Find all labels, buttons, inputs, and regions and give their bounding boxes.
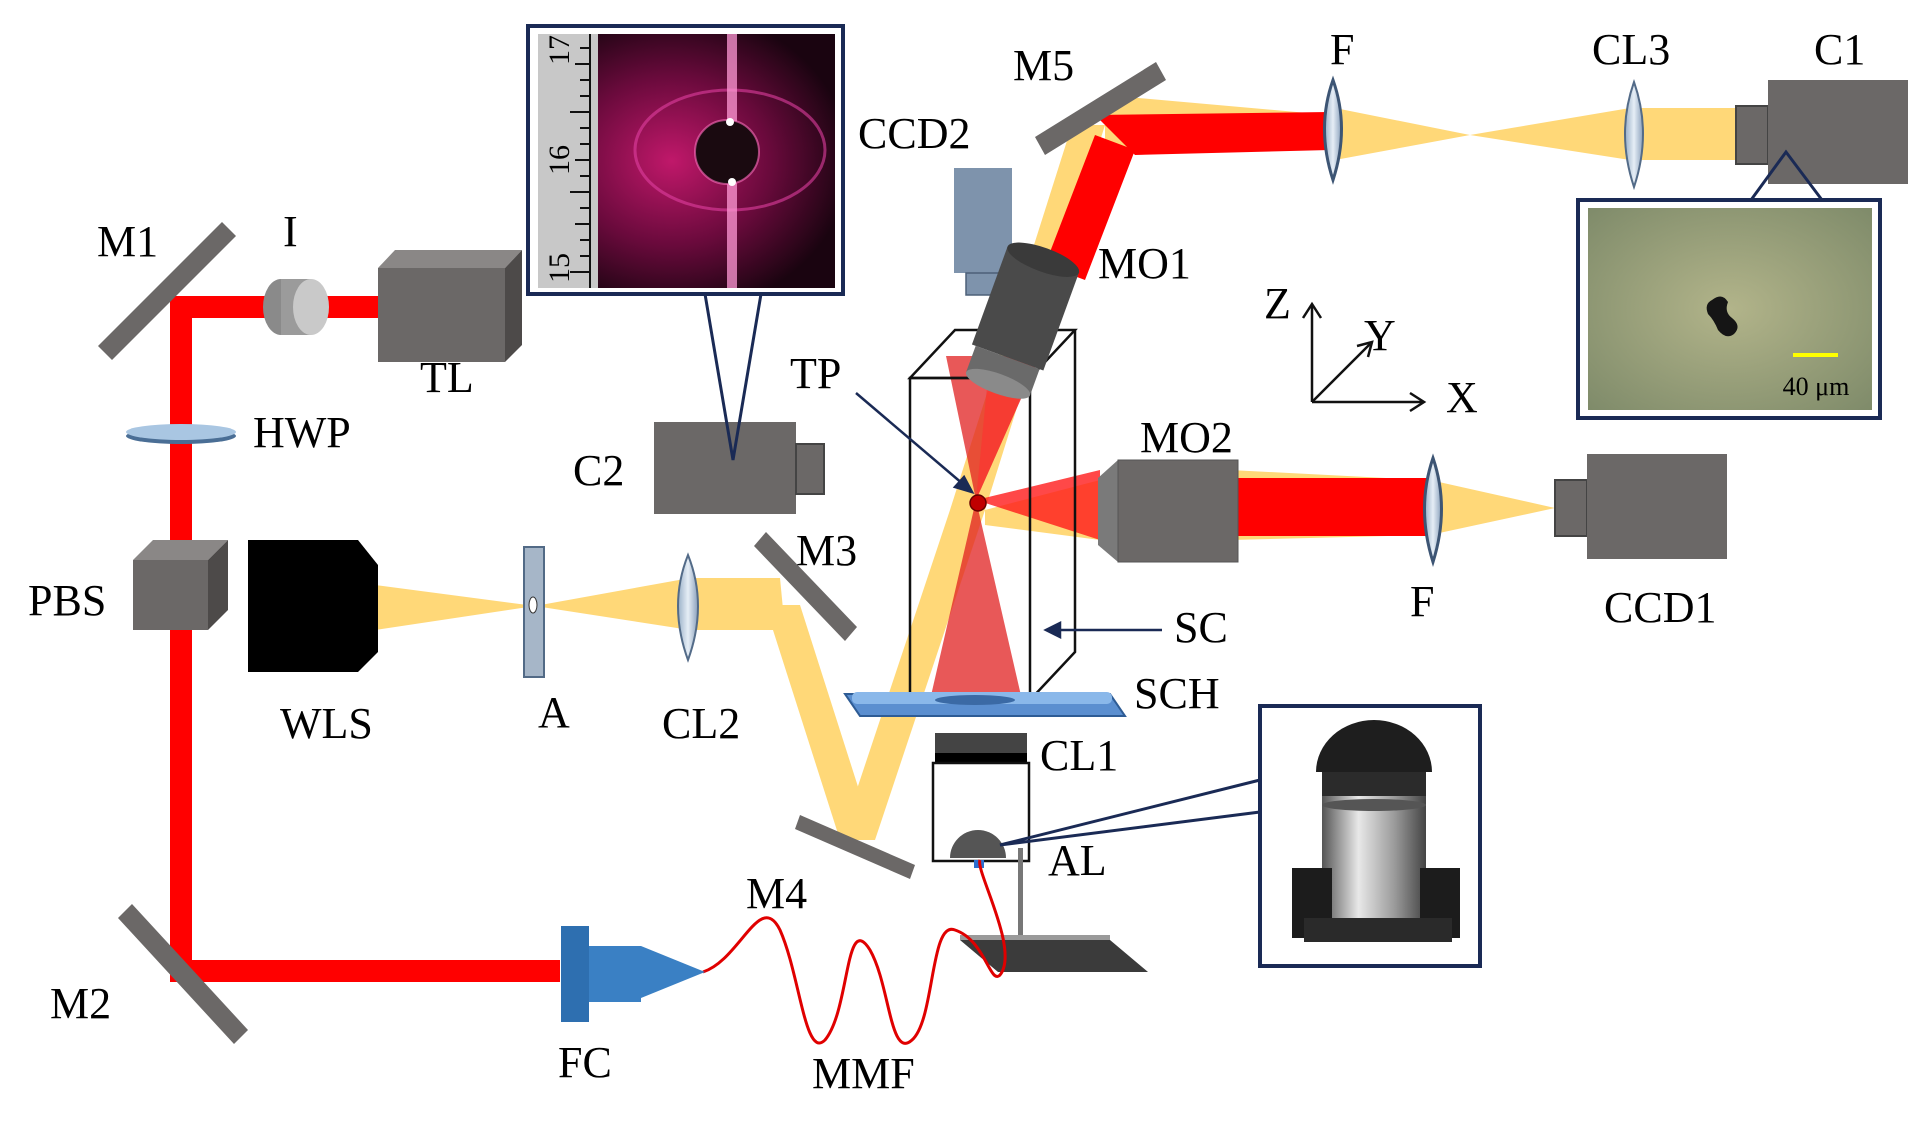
m5-to-f-beam [1095, 112, 1330, 155]
iris-i [263, 279, 329, 335]
label-f-top: F [1330, 25, 1354, 74]
m3-to-m4-beam [765, 605, 875, 840]
label-cl3: CL3 [1592, 25, 1670, 74]
ruler-ticks [570, 47, 590, 273]
mirror-m4 [795, 815, 915, 879]
ruler-label-16: 16 [543, 145, 576, 175]
m4-to-sample-beam [840, 510, 985, 840]
label-ccd2: CCD2 [858, 109, 970, 158]
trapping-laser-tl [378, 250, 522, 362]
label-al: AL [1048, 836, 1107, 885]
axis-label-z: Z [1264, 279, 1291, 328]
half-wave-plate-hwp [126, 424, 236, 444]
mo1-to-m5-beam [1045, 135, 1135, 280]
label-ccd1: CCD1 [1604, 583, 1716, 632]
mirror-m5 [1035, 62, 1166, 155]
laser-beams [170, 112, 1430, 982]
inset-camera-pointer [703, 293, 763, 461]
label-c1: C1 [1814, 25, 1865, 74]
label-tp: TP [790, 349, 841, 398]
inset-lens-photo [1258, 704, 1482, 968]
label-sch: SCH [1134, 669, 1220, 718]
mo2-trap-cone [976, 470, 1100, 540]
label-m5: M5 [1013, 41, 1074, 90]
axes-indicator [1301, 301, 1427, 413]
camera-c1 [1735, 80, 1908, 184]
label-c2: C2 [573, 446, 624, 495]
microscope-objective-mo2 [1098, 459, 1239, 563]
m2-to-fc-beam [170, 960, 560, 982]
inset-lens-pointer [999, 778, 1261, 847]
label-wls: WLS [280, 699, 373, 748]
trapped-particle-tp [969, 494, 987, 512]
label-tl: TL [420, 353, 474, 402]
label-mo1: MO1 [1098, 239, 1191, 288]
lens-f-bottom [1423, 453, 1443, 567]
fiber-coupler-fc [561, 926, 705, 1022]
al-stand-base [960, 940, 1148, 972]
pointer-arrows [855, 392, 1162, 640]
inset-camera-image: 17 16 15 [526, 24, 845, 296]
component-labels: M1 I TL HWP PBS WLS A CL2 C2 M3 M4 M2 FC… [28, 25, 1865, 1098]
cl3-to-c1-beam [1630, 108, 1735, 160]
label-sc: SC [1174, 603, 1228, 652]
label-hwp: HWP [253, 408, 351, 457]
label-i: I [283, 207, 298, 256]
ruler-label-17: 17 [543, 35, 576, 65]
lenses [677, 75, 1644, 663]
aperture-a [523, 546, 545, 678]
label-pbs: PBS [28, 576, 106, 625]
white-light-source-wls [248, 540, 378, 672]
aspheric-lens-al [950, 830, 1148, 972]
mirror-m1 [98, 222, 236, 360]
mo2-to-f-beam [1235, 478, 1430, 536]
mirrors [98, 62, 1166, 1044]
lens-cl2 [677, 552, 699, 663]
label-m1: M1 [97, 217, 158, 266]
lower-trap-cone [930, 500, 1022, 700]
scale-label: 40 μm [1783, 372, 1850, 401]
wls-cone-to-aperture [375, 585, 535, 630]
ruler-label-15: 15 [543, 253, 576, 283]
label-m4: M4 [746, 869, 807, 918]
label-m3: M3 [796, 526, 857, 575]
lens-f-top [1323, 75, 1343, 185]
camera-ccd1 [1554, 454, 1727, 559]
microscope-objective-mo1 [965, 242, 1080, 399]
inset-particle-image: 40 μm [1576, 198, 1882, 420]
scale-bar [1793, 353, 1838, 357]
mirror-m2 [118, 904, 248, 1044]
inset-particle-pointer [1749, 149, 1824, 201]
f2-to-ccd1-cone [1430, 480, 1555, 535]
cl2-to-m3-beam [690, 578, 785, 630]
mirror-m3 [754, 532, 857, 641]
f-to-cl3-cone-b [1470, 108, 1630, 160]
polarizing-beam-splitter-pbs [133, 540, 228, 630]
axis-label-y: Y [1364, 311, 1396, 360]
multimode-fiber-mmf [702, 859, 1007, 1045]
label-fc: FC [558, 1038, 612, 1087]
sample-cell-holder-sch [843, 692, 1127, 717]
label-a: A [538, 688, 570, 737]
vertical-beam-m1-m2 [170, 296, 192, 982]
camera-c2 [654, 422, 825, 514]
particle [1706, 296, 1738, 337]
axis-label-x: X [1446, 373, 1478, 422]
label-mmf: MMF [812, 1049, 915, 1098]
label-mo2: MO2 [1140, 413, 1233, 462]
lens-cl3 [1624, 78, 1644, 191]
camera-ccd2 [954, 168, 1012, 296]
label-m2: M2 [50, 979, 111, 1028]
label-f-bottom: F [1410, 577, 1434, 626]
f-to-cl3-cone-a [1335, 108, 1470, 160]
label-cl1: CL1 [1040, 731, 1118, 780]
label-cl2: CL2 [662, 699, 740, 748]
aperture-to-cl2-cone [535, 578, 690, 630]
